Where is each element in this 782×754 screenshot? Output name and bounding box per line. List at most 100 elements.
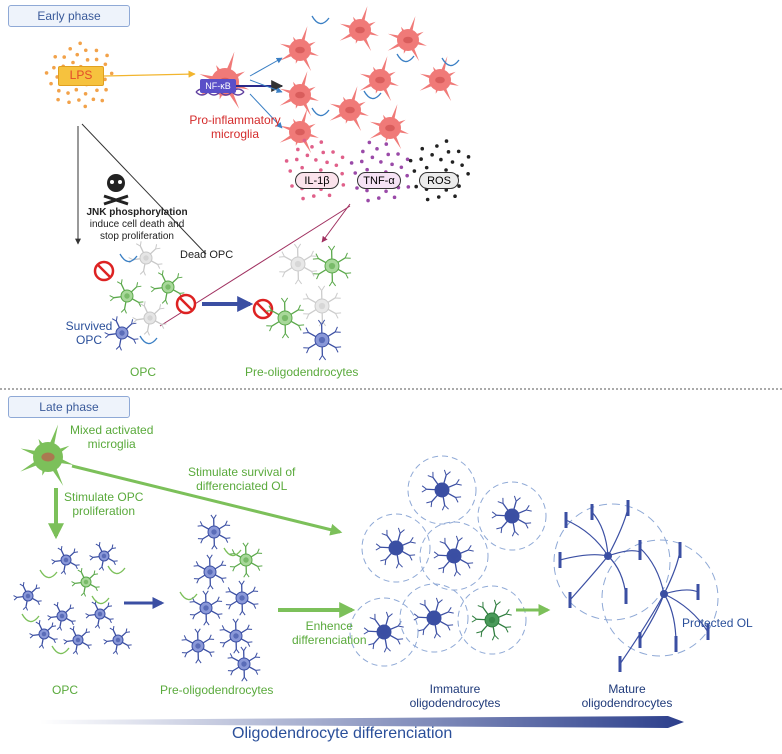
- late-opc-cell-branch: [114, 561, 116, 565]
- late-opc-cell-branch: [86, 614, 90, 616]
- il1b-particles-dot: [296, 148, 300, 152]
- survived-opc-label: Survived OPC: [54, 320, 124, 348]
- immature-oligo-cell-branch: [422, 486, 426, 489]
- immature-oligo-cell: [364, 612, 404, 652]
- immature-oligo-cell-branch: [468, 550, 473, 551]
- immature-oligo-cell-nucleus: [381, 629, 387, 635]
- late-opc-cell-branch: [104, 640, 108, 642]
- il1b-particles-dot: [301, 197, 305, 201]
- immature-oligo-cell-branch: [446, 472, 450, 476]
- lps-label: LPS: [70, 69, 93, 83]
- late-opc-cell-branch: [39, 645, 42, 648]
- immature-oligo-cell-nucleus: [509, 513, 515, 519]
- late-preoligo-cell-branch: [256, 670, 258, 674]
- immature-oligo-cell-green: [472, 600, 512, 640]
- dead-opc-cell-branch: [144, 271, 146, 275]
- mixed-activated-microglia-cell-nucleus: [41, 453, 54, 462]
- late-preoligo-cell-branch: [196, 659, 199, 663]
- opc-cell-green-branch: [110, 298, 114, 301]
- immature-oligo-cell-branch: [373, 644, 374, 650]
- ros-particles-dot: [451, 160, 455, 164]
- late-preoligo-cell-branch: [185, 653, 187, 657]
- immature-oligo-cell: [434, 536, 474, 576]
- dead-preoligo-cell-branch: [306, 294, 309, 299]
- dead-opc-cell: [133, 301, 167, 335]
- immature-oligo-cell: [422, 470, 462, 510]
- late-preoligo-cell-branch: [193, 615, 195, 619]
- lps-particles-dot: [92, 98, 96, 102]
- lps-particles-dot: [110, 72, 114, 76]
- lps-particles-dot: [95, 58, 99, 62]
- dead-preoligo-cell-branch: [279, 257, 285, 258]
- preoligo-cell-green-nucleus: [282, 315, 288, 321]
- dead-preoligo-cell-branch: [307, 314, 309, 319]
- survived-opc-cell-branch: [134, 339, 136, 343]
- late-phase-label: Late phase: [39, 400, 98, 414]
- immature-oligo-cell-branch: [496, 528, 501, 529]
- immature-oligo-cell-branch: [428, 476, 433, 478]
- nfkb-box: NF-κB: [200, 79, 236, 93]
- immature-oligo-cell-branch: [370, 618, 375, 620]
- mature-oligo-process: [664, 550, 680, 594]
- late-opc-cell-branch: [99, 542, 100, 546]
- immature-oligo-cell-branch: [456, 479, 459, 484]
- dead-preoligo-cell: [303, 286, 341, 326]
- preoligo-cell-green-branch: [332, 281, 335, 286]
- mature-oligo-process: [640, 548, 664, 594]
- immature-oligo-cell-branch: [398, 639, 401, 644]
- lps-particles-dot: [56, 98, 60, 102]
- late-preoligo-cell-branch: [229, 605, 231, 609]
- tnfa-particles-dot: [384, 142, 388, 146]
- il1b-particles-dot: [310, 145, 314, 149]
- late-opc-cell-green-branch: [96, 587, 98, 591]
- late-preoligo-cell: [228, 647, 261, 681]
- ros-particles-dot: [457, 150, 461, 154]
- pro-inflammatory-microglia-cell-nucleus: [403, 37, 413, 44]
- immature-oligo-cell-branch: [434, 555, 439, 558]
- late-preoligo-cell-nucleus: [195, 643, 200, 648]
- mature-oligo-process: [664, 594, 676, 644]
- il1b-particles-dot: [331, 150, 335, 154]
- lps-particles-dot: [53, 55, 57, 59]
- preoligo-cell-blue: [303, 320, 341, 360]
- late-preoligo-cell-branch: [242, 677, 245, 681]
- immature-oligo-cell-branch: [420, 604, 425, 606]
- immature-oligo-cell-branch: [526, 505, 529, 510]
- late-preoligo-cell-branch: [236, 649, 239, 653]
- late-opc-cell: [104, 626, 132, 654]
- lps-particles-dot: [49, 82, 53, 86]
- immature-oligo-cell: [376, 528, 416, 568]
- lps-particles-dot: [104, 62, 108, 66]
- ros-particles-dot: [467, 155, 471, 159]
- mature-oligo-halo: [602, 540, 718, 656]
- jnk-description: induce cell death and stop proliferation: [72, 219, 202, 242]
- dead-opc-cell-branch: [162, 324, 164, 328]
- dead-opc-cell-branch: [140, 271, 143, 274]
- immature-oligo-cell-branch: [514, 496, 516, 501]
- dead-opc-cell-branch: [136, 244, 140, 246]
- immature-oligo-cell-branch: [468, 563, 471, 568]
- pro-inflammatory-microglia-label: Pro-inflammatory microglia: [170, 114, 300, 142]
- il1b-badge: IL-1β: [295, 172, 339, 189]
- microglia-spread-curl: [312, 108, 329, 116]
- late-preoligo-cell-branch: [210, 555, 213, 559]
- dead-opc-cell-branch: [133, 318, 137, 320]
- opc-curl: [140, 336, 157, 344]
- dead-preoligo-cell-branch: [335, 293, 337, 298]
- late-opc-cell-branch: [116, 651, 118, 655]
- immature-oligo-cell-branch: [501, 528, 502, 534]
- late-opc-cell-branch: [48, 616, 52, 618]
- immature-oligo-cell-nucleus: [431, 615, 437, 621]
- opc-cell-green-branch: [117, 282, 121, 284]
- late-preoligo-cell-branch: [233, 619, 236, 623]
- il1b-particles-dot: [340, 172, 344, 176]
- il1b-particles-dot: [290, 184, 294, 188]
- preoligo-cell-green-branch: [345, 253, 347, 258]
- late-opc-cell-branch: [39, 620, 40, 624]
- ros-particles-dot: [413, 169, 417, 173]
- immature-oligo-cell-green-branch: [476, 632, 481, 633]
- late-opc-cell-branch: [54, 639, 56, 643]
- opc-cell-green-branch: [125, 309, 127, 313]
- il1b-particles-dot: [328, 194, 332, 198]
- il1b-particles-dot: [341, 155, 345, 159]
